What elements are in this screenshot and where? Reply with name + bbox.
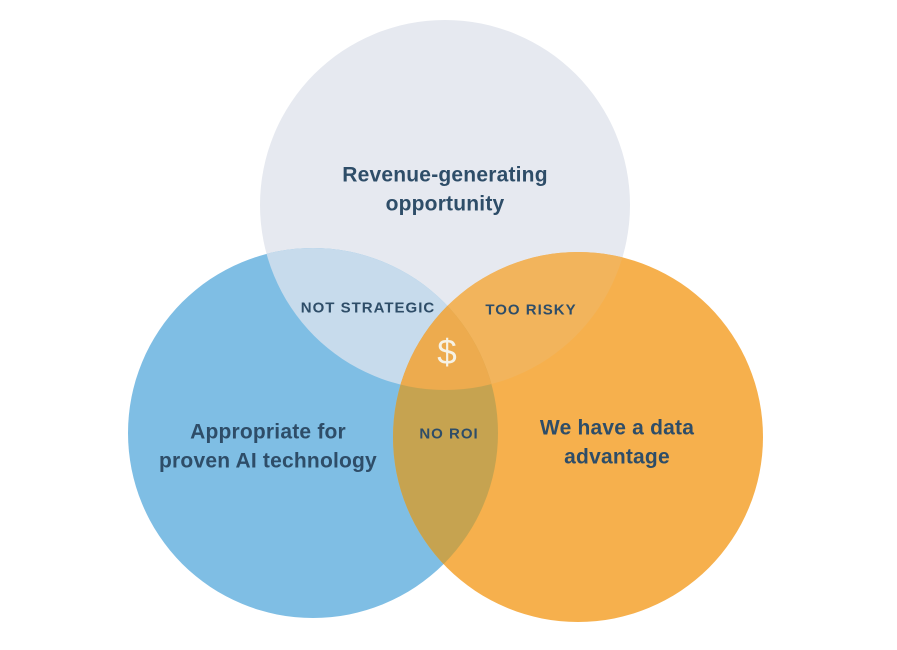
set-label-data-advantage: We have a data advantage	[539, 416, 695, 469]
overlap-opportunity-data	[393, 252, 630, 390]
set-label-proven-ai-technology: Appropriate for proven AI technology	[159, 420, 377, 473]
overlap-opportunity-ai	[260, 248, 498, 390]
set-label-revenue-opportunity: Revenue-generating opportunity	[342, 163, 548, 216]
intersection-label-no-roi: NO ROI	[419, 425, 479, 443]
intersection-label-not-strategic: NOT STRATEGIC	[300, 299, 436, 317]
intersection-label-too-risky: TOO RISKY	[485, 301, 577, 319]
dollar-sign-icon: $	[437, 333, 457, 372]
